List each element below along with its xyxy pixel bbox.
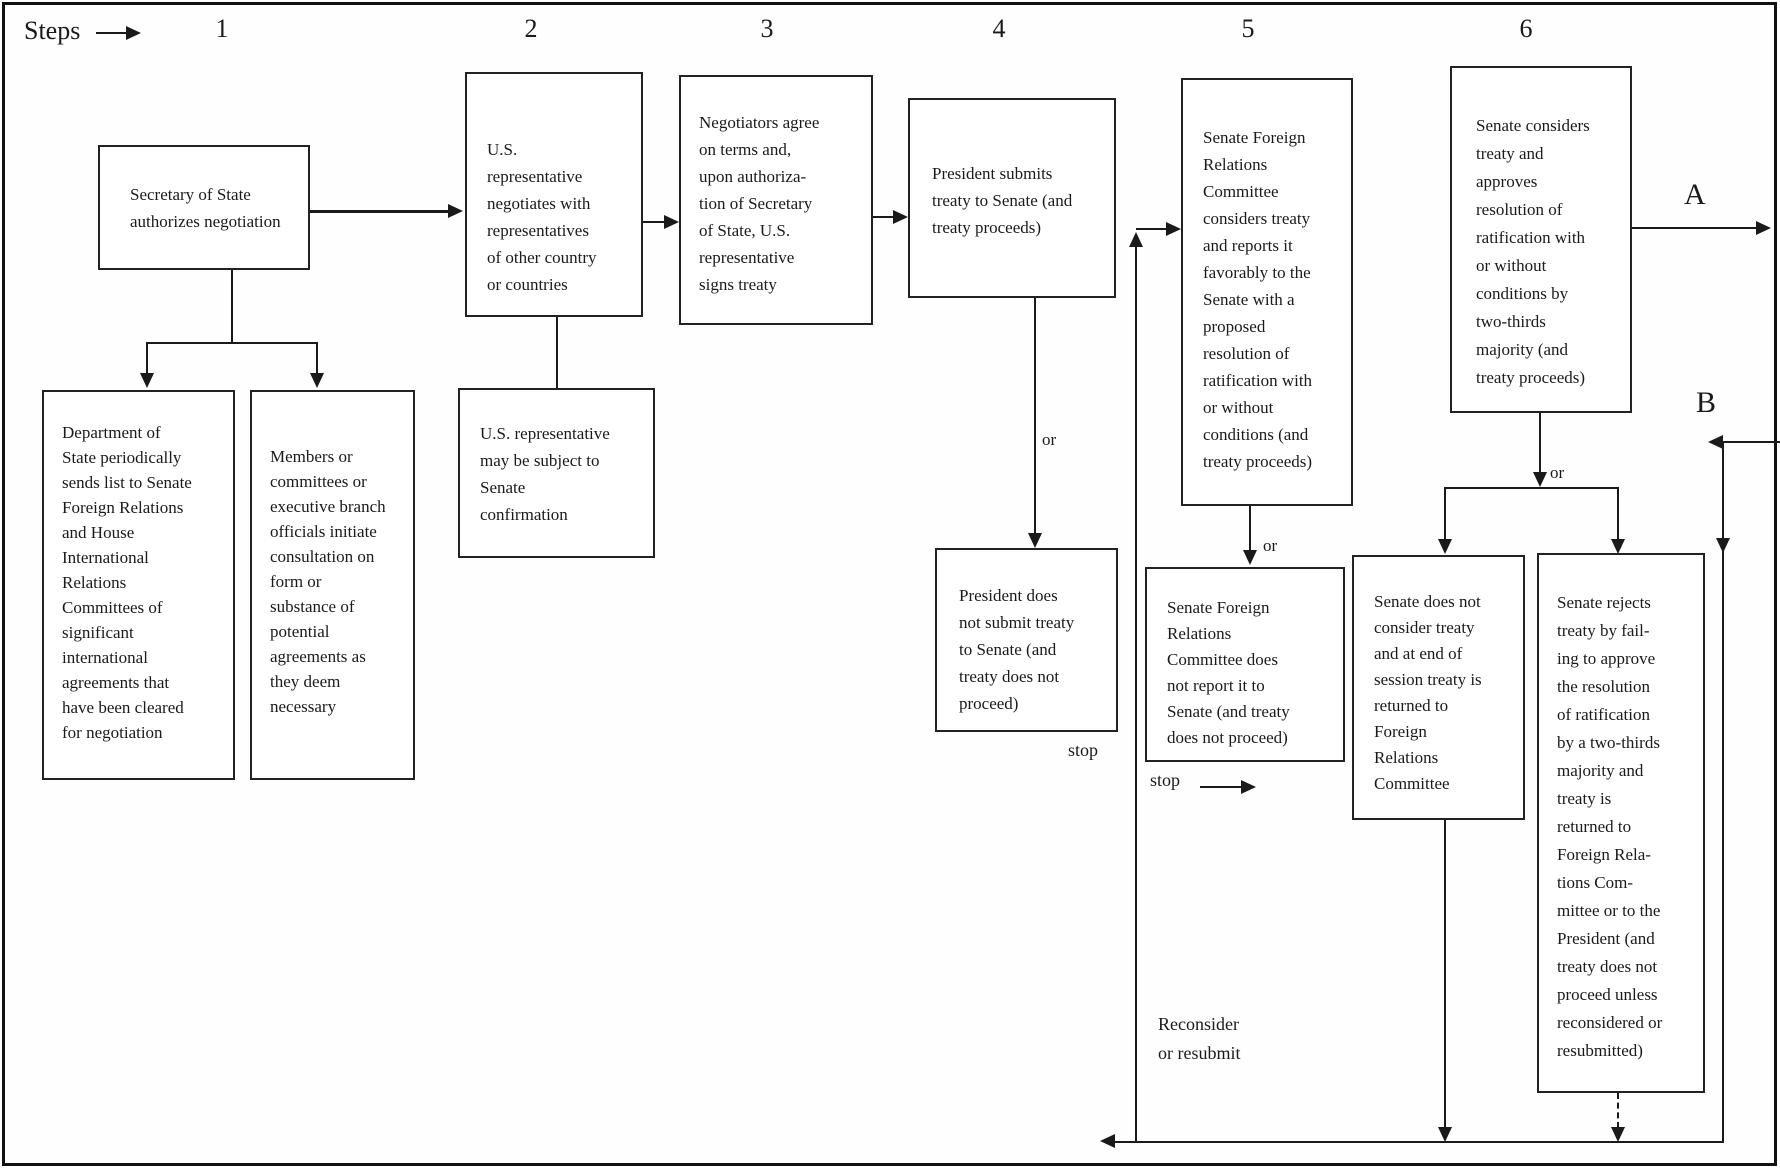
box-senate-approves: Senate considers treaty and approves res… [1450, 66, 1632, 413]
arrowhead-to-sfrc-not-report [1243, 550, 1257, 565]
connector-b-feedback [1722, 441, 1724, 1142]
arrow-into-step5 [1136, 228, 1167, 230]
or-label-2: or [1263, 536, 1278, 555]
arrowhead-b-entry [1708, 435, 1723, 449]
box-us-rep-negotiates: U.S. representative negotiates with repr… [465, 72, 643, 317]
stop-label-1: stop [1068, 740, 1099, 760]
connector-step5-or-branch [1249, 506, 1251, 551]
box-sfrc-considers: Senate Foreign Relations Committee consi… [1181, 78, 1353, 506]
box-senate-rejects: Senate rejects treaty by fail- ing to ap… [1537, 553, 1705, 1093]
reconsider-label: Reconsider or resubmit [1158, 1014, 1241, 1063]
connector-to-dept-state [146, 342, 148, 374]
connector-to-senate-not-consider [1444, 487, 1446, 540]
step-number-3: 3 [760, 14, 774, 43]
arrowhead-not-consider-return [1438, 1127, 1452, 1142]
connector-step4-or-branch [1034, 298, 1036, 534]
connector-not-consider-return [1444, 820, 1446, 1128]
box-members-consultation: Members or committees or executive branc… [250, 390, 415, 780]
arrowhead-bottom-return-left [1100, 1134, 1115, 1148]
connector-b-label: B [1696, 386, 1717, 419]
arrow-step3-to-step4 [873, 216, 895, 218]
arrowhead-step1-to-step2 [448, 204, 463, 218]
box-president-not-submit: President does not submit treaty to Sena… [935, 548, 1118, 732]
arrow-step1-to-step2 [310, 210, 449, 213]
connector-usrep-to-confirmation [556, 317, 558, 388]
arrowhead-rejects-return [1611, 1127, 1625, 1142]
box-department-of-state-list: Department of State periodically sends l… [42, 390, 235, 780]
arrow-a-exit [1632, 227, 1758, 229]
arrowhead-into-step5 [1166, 222, 1181, 236]
box-secretary-authorizes: Secretary of State authorizes negotiatio… [98, 145, 310, 270]
steps-arrowhead-icon [126, 26, 141, 40]
step-number-1: 1 [215, 14, 229, 43]
arrowhead-step2-to-step3 [664, 215, 679, 229]
or-label-1: or [1042, 430, 1057, 449]
connector-step6-split [1444, 487, 1619, 489]
or-label-3: or [1550, 463, 1565, 482]
arrowhead-to-dept-state [140, 373, 154, 388]
connector-rejects-return [1617, 1093, 1621, 1128]
arrow-step2-to-step3 [643, 221, 666, 223]
box-senate-not-consider: Senate does not consider treaty and at e… [1352, 555, 1525, 820]
stop-label-2: stop [1150, 770, 1181, 790]
box-president-submits: President submits treaty to Senate (and … [908, 98, 1116, 298]
connector-a-label: A [1684, 178, 1706, 211]
box-us-rep-confirmation: U.S. representative may be subject to Se… [458, 388, 655, 558]
arrowhead-a-exit [1756, 221, 1771, 235]
connector-to-senate-rejects [1617, 487, 1619, 540]
arrowhead-feedback-up [1129, 232, 1143, 247]
arrowhead-to-president-not-submit [1028, 533, 1042, 548]
box-sfrc-not-report: Senate Foreign Relations Committee does … [1145, 567, 1345, 762]
stop-arrowhead [1241, 780, 1256, 794]
arrowhead-to-members [310, 373, 324, 388]
box-negotiators-agree: Negotiators agree on terms and, upon aut… [679, 75, 873, 325]
step-number-5: 5 [1241, 14, 1255, 43]
steps-label: Steps [24, 16, 81, 45]
arrowhead-b-down [1716, 538, 1730, 553]
steps-arrow-icon [96, 32, 126, 34]
connector-step6-stem [1539, 413, 1541, 473]
stop-arrow [1200, 786, 1243, 788]
connector-reconsider-feedback [1135, 246, 1137, 1142]
connector-bottom-return [1112, 1141, 1724, 1143]
arrow-b-entry [1722, 441, 1780, 443]
step-number-4: 4 [992, 14, 1006, 43]
step-number-6: 6 [1519, 14, 1533, 43]
arrowhead-step3-to-step4 [893, 210, 908, 224]
connector-secretary-split [146, 342, 318, 344]
connector-secretary-stem [231, 270, 233, 342]
step-number-2: 2 [524, 14, 538, 43]
arrowhead-step6-junction [1533, 472, 1547, 487]
arrowhead-to-senate-rejects [1611, 539, 1625, 554]
arrowhead-to-senate-not-consider [1438, 539, 1452, 554]
connector-to-members [316, 342, 318, 374]
